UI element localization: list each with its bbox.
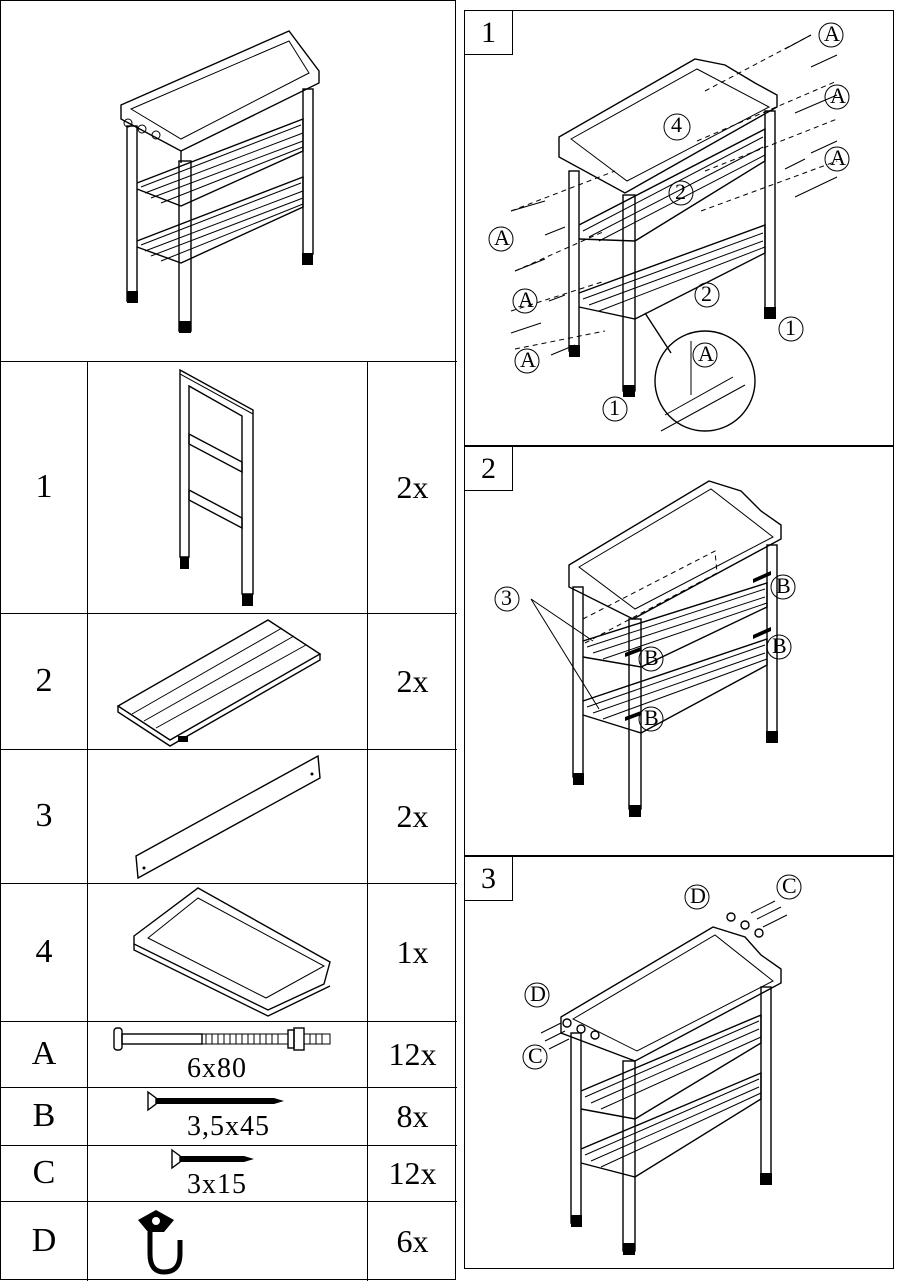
callout-part-1-right: 1	[785, 315, 796, 340]
callout-part-1-left: 1	[609, 395, 620, 420]
part-2-quantity: 2x	[396, 662, 429, 699]
step-2-label: 2	[465, 447, 513, 491]
callout-c-top: C	[782, 873, 797, 898]
parts-list-panel: 1 2x 2 2x 3 2x 4 1x A 6x80 12	[0, 0, 457, 1281]
step-1-callouts	[488, 22, 850, 422]
step-2-diagram	[494, 480, 796, 817]
step-1-diagram	[488, 22, 850, 432]
hardware-c-letter: C	[32, 1154, 56, 1191]
part-2-number: 2	[35, 662, 53, 699]
callout-part-2-lower: 2	[701, 281, 712, 306]
part-4-top-tray	[133, 887, 331, 1017]
callout-a-6: A	[520, 347, 536, 372]
callout-part-4: 4	[671, 112, 682, 137]
hardware-c-size: 3x15	[187, 1169, 247, 1200]
part-3-number: 3	[35, 797, 53, 834]
step-1-panel: 1	[464, 10, 894, 446]
hardware-a-letter: A	[31, 1035, 57, 1072]
hardware-c-quantity: 12x	[388, 1154, 437, 1191]
hardware-b-size: 3,5x45	[187, 1111, 270, 1142]
part-4-quantity: 1x	[396, 933, 429, 970]
callout-a-5: A	[518, 287, 534, 312]
step-3-panel: 3 D C D C	[464, 856, 894, 1269]
callout-a-3: A	[830, 145, 846, 170]
hardware-a-quantity: 12x	[388, 1035, 437, 1072]
part-1-quantity: 2x	[396, 468, 429, 505]
part-4-number: 4	[35, 933, 53, 970]
step-2-panel: 2 3 B B B B	[464, 446, 894, 856]
part-3-quantity: 2x	[396, 797, 429, 834]
callout-part-3: 3	[501, 585, 512, 610]
part-2-shelf	[116, 619, 322, 747]
hardware-a-size: 6x80	[187, 1053, 247, 1084]
callout-a-2: A	[830, 83, 846, 108]
callout-a-7: A	[698, 341, 714, 366]
part-3-back-board	[135, 754, 321, 880]
screw-b-icon	[147, 1090, 284, 1112]
callout-d-left: D	[530, 981, 546, 1006]
callout-part-2-top: 2	[675, 179, 686, 204]
hardware-d-quantity: 6x	[396, 1222, 429, 1259]
bolt-a-icon	[113, 1027, 331, 1051]
step-3-diagram	[522, 874, 802, 1255]
hook-d-icon	[138, 1210, 183, 1275]
callout-b-2: B	[772, 633, 787, 658]
part-1-number: 1	[35, 468, 53, 505]
screw-c-icon	[171, 1148, 254, 1170]
assembled-table-overview	[120, 30, 320, 333]
hardware-b-letter: B	[32, 1097, 56, 1134]
callout-a-4: A	[494, 225, 510, 250]
part-1-side-frame	[179, 368, 254, 606]
hardware-b-quantity: 8x	[396, 1097, 429, 1134]
hardware-d-letter: D	[31, 1222, 57, 1259]
callout-c-left: C	[528, 1043, 543, 1068]
step-3-label: 3	[465, 857, 513, 901]
callout-b-1: B	[776, 573, 791, 598]
callout-d-top: D	[690, 883, 706, 908]
step-1-label: 1	[465, 11, 513, 55]
callout-a-1: A	[824, 21, 840, 46]
callout-b-4: B	[644, 705, 659, 730]
callout-b-3: B	[644, 645, 659, 670]
